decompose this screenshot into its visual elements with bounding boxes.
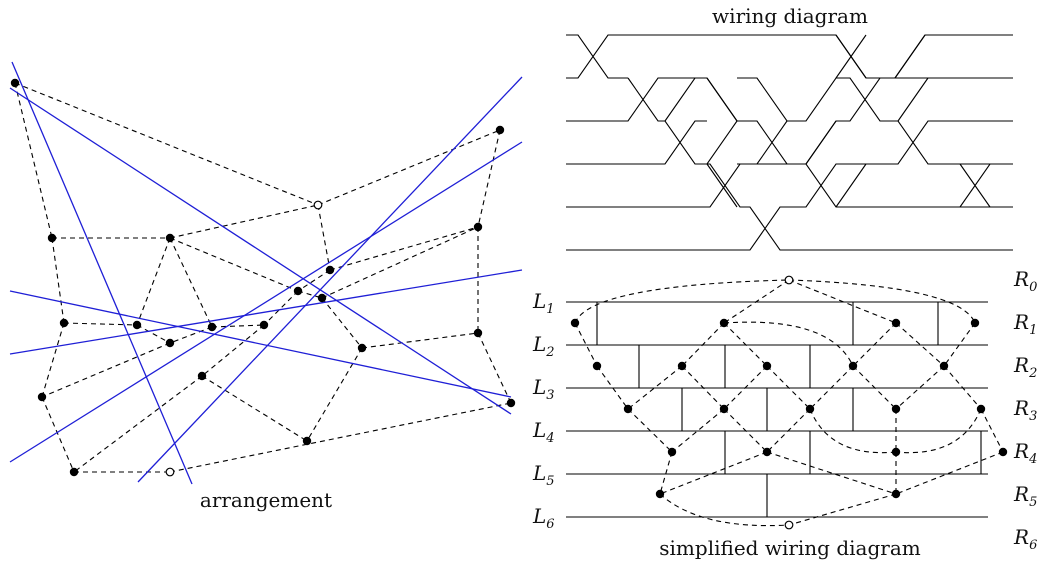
simplified-unbounded-vertices	[784, 275, 794, 530]
label-L4: L4	[532, 418, 555, 446]
label-L5: L5	[532, 461, 555, 489]
label-L1: L1	[532, 289, 555, 317]
wiring-wires	[566, 34, 1013, 251]
simplified-dual-edges	[574, 279, 1004, 527]
simplified-rungs	[596, 302, 982, 517]
simplified-vertices	[570, 318, 1008, 499]
label-R1: R1	[1013, 310, 1037, 338]
arrangement-dual-edges	[14, 82, 512, 473]
label-R4: R4	[1013, 439, 1037, 467]
label-L3: L3	[532, 375, 555, 403]
arrangement-unbounded-vertices	[165, 200, 323, 477]
right-labels: R0 R1 R2 R3 R4 R5 R6	[1013, 267, 1037, 553]
arrangement-lines	[9, 61, 523, 485]
wiring-title: wiring diagram	[712, 4, 868, 28]
label-R6: R6	[1013, 525, 1037, 553]
label-R0: R0	[1013, 267, 1037, 295]
simplified-title: simplified wiring diagram	[659, 536, 920, 560]
simplified-horizontals	[566, 301, 988, 518]
label-R5: R5	[1013, 482, 1037, 510]
arrangement-title: arrangement	[200, 488, 332, 512]
wiring-wires-b	[566, 34, 1013, 251]
label-R2: R2	[1013, 353, 1037, 381]
simplified-panel: L1 L2 L3 L4 L5 L6 R0 R1 R2 R3 R4 R5 R6 s…	[532, 267, 1037, 560]
label-L6: L6	[532, 504, 555, 532]
arrangement-panel: arrangement	[9, 61, 523, 512]
label-L2: L2	[532, 332, 555, 360]
left-labels: L1 L2 L3 L4 L5 L6	[532, 289, 555, 532]
wiring-panel: wiring diagram	[566, 4, 1013, 251]
label-R3: R3	[1013, 396, 1037, 424]
arrangement-vertices	[10, 78, 516, 477]
